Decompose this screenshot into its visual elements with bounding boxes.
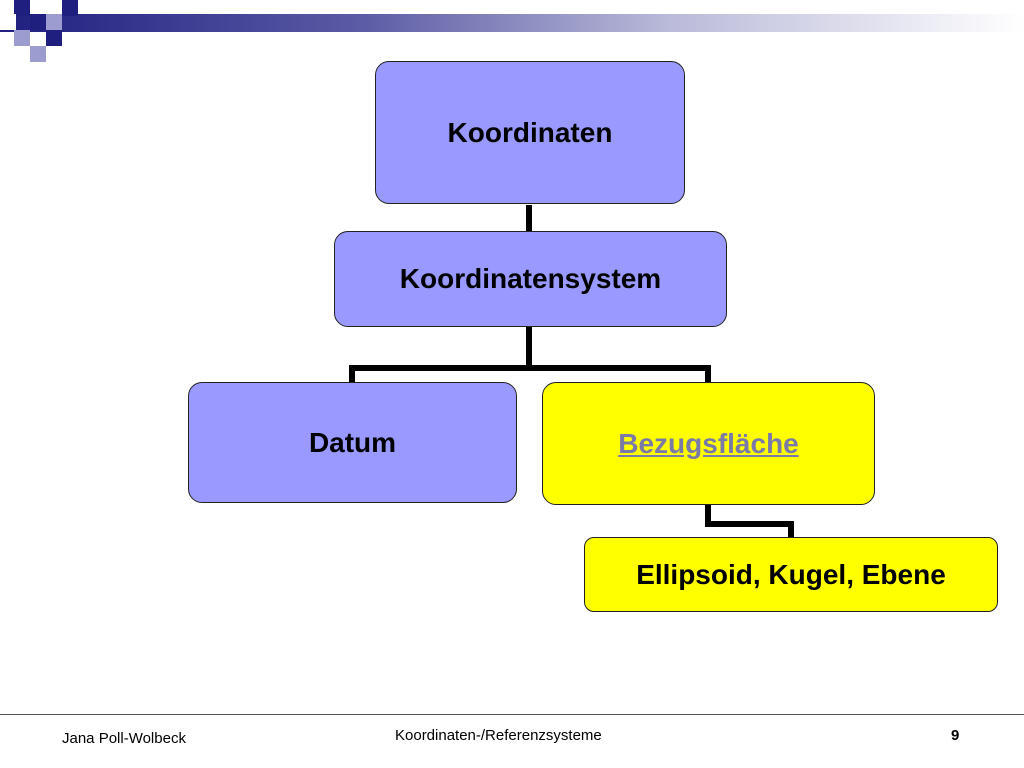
footer-page-number: 9 [951, 727, 960, 744]
footer-author: Jana Poll-Wolbeck [62, 730, 186, 747]
footer-title: Koordinaten-/Referenzsysteme [395, 727, 602, 744]
node-ellipsoid-kugel-ebene: Ellipsoid, Kugel, Ebene [584, 537, 998, 612]
node-koordinatensystem: Koordinatensystem [334, 231, 727, 327]
bezugsflaeche-link[interactable]: Bezugsfläche [618, 427, 799, 459]
node-datum: Datum [188, 382, 517, 503]
node-koordinatensystem-label: Koordinatensystem [399, 263, 662, 294]
node-datum-label: Datum [308, 426, 397, 458]
node-koordinaten: Koordinaten [375, 61, 685, 204]
footer-divider [0, 714, 1024, 715]
node-ellipsoid-label: Ellipsoid, Kugel, Ebene [636, 558, 946, 590]
node-bezugsflaeche: Bezugsfläche [542, 382, 875, 505]
header-gradient-bar [0, 14, 1024, 32]
node-koordinaten-label: Koordinaten [447, 116, 613, 148]
